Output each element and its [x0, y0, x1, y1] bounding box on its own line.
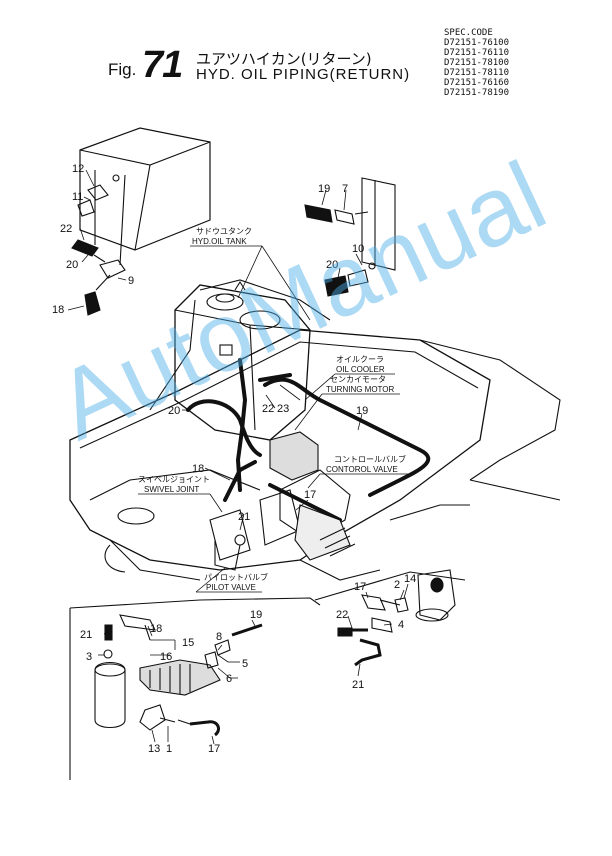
- title-english: HYD. OIL PIPING(RETURN): [196, 66, 411, 83]
- spec-code-6: D72151-78190: [444, 88, 510, 98]
- part-label-4: 4: [398, 619, 404, 631]
- part-label-17: 17: [354, 581, 366, 593]
- header: Fig. 71 ユアツハイカン(リターン) HYD. OIL PIPING(RE…: [0, 0, 612, 110]
- part-label-22: 22: [60, 223, 72, 235]
- leader-lines: [67, 169, 409, 745]
- figure-number: 71: [142, 44, 183, 86]
- part-label-22: 22: [336, 609, 348, 621]
- tank-label-jp: サドウユタンク: [196, 227, 252, 236]
- part-label-21: 21: [80, 629, 92, 641]
- part-label-1: 1: [166, 743, 172, 755]
- tank-label-en: HYD.OIL TANK: [192, 237, 247, 246]
- part-label-16: 16: [160, 651, 172, 663]
- part-label-20: 20: [326, 259, 338, 271]
- swivel-label-en: SWIVEL JOINT: [144, 485, 199, 494]
- cooler-label-jp: オイルクーラ: [336, 355, 384, 364]
- tank-detail-top-left: [71, 127, 211, 316]
- part-label-11: 11: [72, 191, 83, 203]
- callout-pilot: パイロットバルブ PILOT VALVE: [195, 567, 268, 593]
- part-label-23: 23: [277, 403, 289, 415]
- turning-motor-detail: [314, 569, 466, 667]
- pilot-label-jp: パイロットバルブ: [204, 572, 268, 582]
- swivel-label-jp: スイベルジョイント: [138, 475, 210, 484]
- part-label-19: 19: [356, 405, 368, 417]
- spec-code-title: SPEC.CODE: [444, 28, 493, 38]
- callout-swivel: スイベルジョイント SWIVEL JOINT: [138, 475, 223, 513]
- part-label-18: 18: [150, 623, 162, 635]
- spec-code-4: D72151-78110: [444, 68, 510, 78]
- part-label-8: 8: [216, 631, 222, 643]
- part-label-12: 12: [72, 163, 84, 175]
- part-label-17: 17: [208, 743, 220, 755]
- part-label-17: 17: [304, 489, 316, 501]
- part-label-14: 14: [404, 573, 416, 585]
- callout-cooler: オイルクーラ OIL COOLER: [304, 355, 395, 401]
- part-label-6: 6: [226, 673, 232, 685]
- callout-tank: サドウユタンク HYD.OIL TANK: [190, 227, 311, 321]
- part-label-21: 21: [238, 511, 250, 523]
- callout-valve: コントロールバルブ CONTOROL VALVE: [307, 454, 408, 489]
- figure-label: Fig.: [108, 60, 137, 79]
- spec-code-1: D72151-76100: [444, 38, 510, 48]
- cooler-label-en: OIL COOLER: [336, 365, 385, 374]
- part-label-22: 22: [262, 403, 274, 415]
- valve-label-jp: コントロールバルブ: [334, 454, 406, 464]
- exploded-detail-bottom-left: [69, 597, 321, 780]
- part-label-2: 2: [394, 579, 400, 591]
- spec-code-5: D72151-76160: [444, 78, 510, 88]
- part-label-18: 18: [192, 463, 204, 475]
- valve-label-en: CONTOROL VALVE: [326, 465, 398, 474]
- machine-frame: [69, 279, 561, 581]
- part-label-9: 9: [128, 275, 134, 287]
- part-label-19: 19: [318, 183, 330, 195]
- part-numbers: 12 11 22 20 9 18 19 7 10 20 20 22 23 19 …: [52, 163, 416, 755]
- spec-code-3: D72151-78100: [444, 58, 510, 68]
- return-hoses: [186, 358, 431, 522]
- part-label-7: 7: [342, 183, 348, 195]
- part-label-20: 20: [168, 405, 180, 417]
- title-japanese: ユアツハイカン(リターン): [196, 50, 372, 68]
- motor-label-jp: センカイモータ: [330, 375, 386, 384]
- control-valve-assembly: [209, 431, 356, 571]
- part-label-20: 20: [66, 259, 78, 271]
- part-label-10: 10: [352, 243, 364, 255]
- part-label-21: 21: [352, 679, 364, 691]
- part-label-13: 13: [148, 743, 160, 755]
- pilot-label-en: PILOT VALVE: [206, 583, 256, 592]
- part-label-18: 18: [52, 304, 64, 316]
- spec-code-2: D72151-76110: [444, 48, 510, 58]
- part-label-5: 5: [242, 658, 248, 670]
- part-label-19: 19: [250, 609, 262, 621]
- part-label-15: 15: [182, 637, 194, 649]
- part-label-3: 3: [86, 651, 92, 663]
- spec-code-block: SPEC.CODE D72151-76100 D72151-76110 D721…: [444, 28, 509, 98]
- fitting-detail-top-right: [304, 177, 396, 297]
- motor-label-en: TURNING MOTOR: [326, 385, 395, 394]
- callout-motor: センカイモータ TURNING MOTOR: [294, 375, 400, 431]
